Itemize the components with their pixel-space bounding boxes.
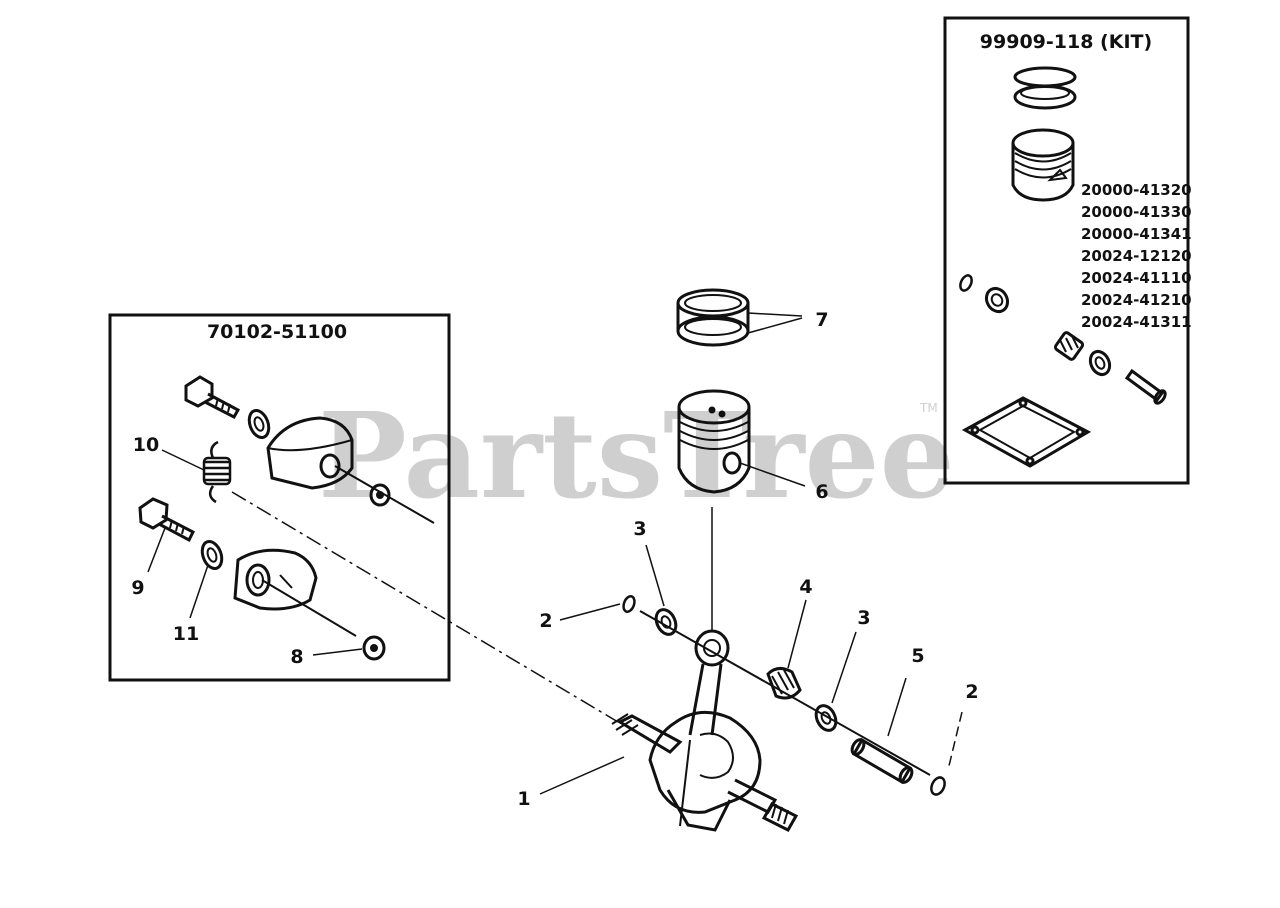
kit-part-number: 20024-41210 xyxy=(1081,291,1192,309)
assembly-centerline xyxy=(231,491,619,723)
watermark-trademark: TM xyxy=(919,401,938,415)
callout-5: 5 xyxy=(911,645,924,667)
kit-part-number: 20000-41341 xyxy=(1081,225,1192,243)
callout-1: 1 xyxy=(517,788,530,810)
kit-washer-drawing xyxy=(984,286,1010,314)
kit-gasket-drawing xyxy=(961,396,1092,468)
wrist-pin-drawing xyxy=(850,737,914,785)
kit-needle-bearing-drawing xyxy=(1053,331,1085,361)
kit-piston-drawing xyxy=(1011,128,1075,202)
callout-8: 8 xyxy=(290,646,303,668)
callout-3-left: 3 xyxy=(633,518,646,540)
callout-7: 7 xyxy=(815,309,828,331)
callout-2-left: 2 xyxy=(539,610,552,632)
piston-drawing xyxy=(677,389,751,494)
callout-10: 10 xyxy=(133,434,159,456)
callout-4: 4 xyxy=(799,576,812,598)
kit-part-number: 20024-12120 xyxy=(1081,247,1192,265)
kit-box-title: 99909-118 (KIT) xyxy=(980,31,1152,53)
callout-3-right: 3 xyxy=(857,607,870,629)
kit-box: 99909-118 (KIT) xyxy=(943,16,1192,485)
watermark-text: PartsTree xyxy=(318,386,955,525)
kit-part-number: 20024-41110 xyxy=(1081,269,1192,287)
kit-part-number-list: 20000-41320 20000-41330 20000-41341 2002… xyxy=(1081,181,1192,331)
upper-shoulder-bolt-drawing xyxy=(184,375,241,419)
kit-washer-2-drawing xyxy=(1088,349,1112,377)
clutch-box-title: 70102-51100 xyxy=(207,321,347,343)
thrust-washer-right-drawing xyxy=(814,704,838,732)
piston-rings-drawing xyxy=(676,288,750,347)
kit-piston-rings-drawing xyxy=(1013,66,1077,110)
crankshaft-drawing xyxy=(611,629,799,832)
callout-2-right: 2 xyxy=(965,681,978,703)
lower-bushing-drawing xyxy=(362,635,386,661)
callout-6: 6 xyxy=(815,481,828,503)
lower-clutch-shoe-drawing xyxy=(233,548,318,611)
clutch-spring-drawing xyxy=(202,440,232,504)
kit-part-number: 20024-41311 xyxy=(1081,313,1192,331)
kit-part-number: 20000-41330 xyxy=(1081,203,1192,221)
kit-piston-pin-drawing xyxy=(1124,368,1167,405)
lower-shoulder-bolt-drawing xyxy=(138,497,196,543)
upper-washer-drawing xyxy=(247,408,271,440)
kit-circlip-drawing xyxy=(959,274,973,292)
thrust-washer-left-drawing xyxy=(654,608,678,636)
clutch-box: 70102-51100 xyxy=(108,313,451,682)
callout-9: 9 xyxy=(131,577,144,599)
upper-clutch-shoe-drawing xyxy=(266,416,354,490)
needle-bearing-drawing xyxy=(766,667,802,700)
kit-part-number: 20000-41320 xyxy=(1081,181,1192,199)
lower-washer-drawing xyxy=(200,539,224,571)
circlip-right-drawing xyxy=(930,776,946,796)
circlip-left-drawing xyxy=(622,595,636,613)
callout-11: 11 xyxy=(173,623,199,645)
